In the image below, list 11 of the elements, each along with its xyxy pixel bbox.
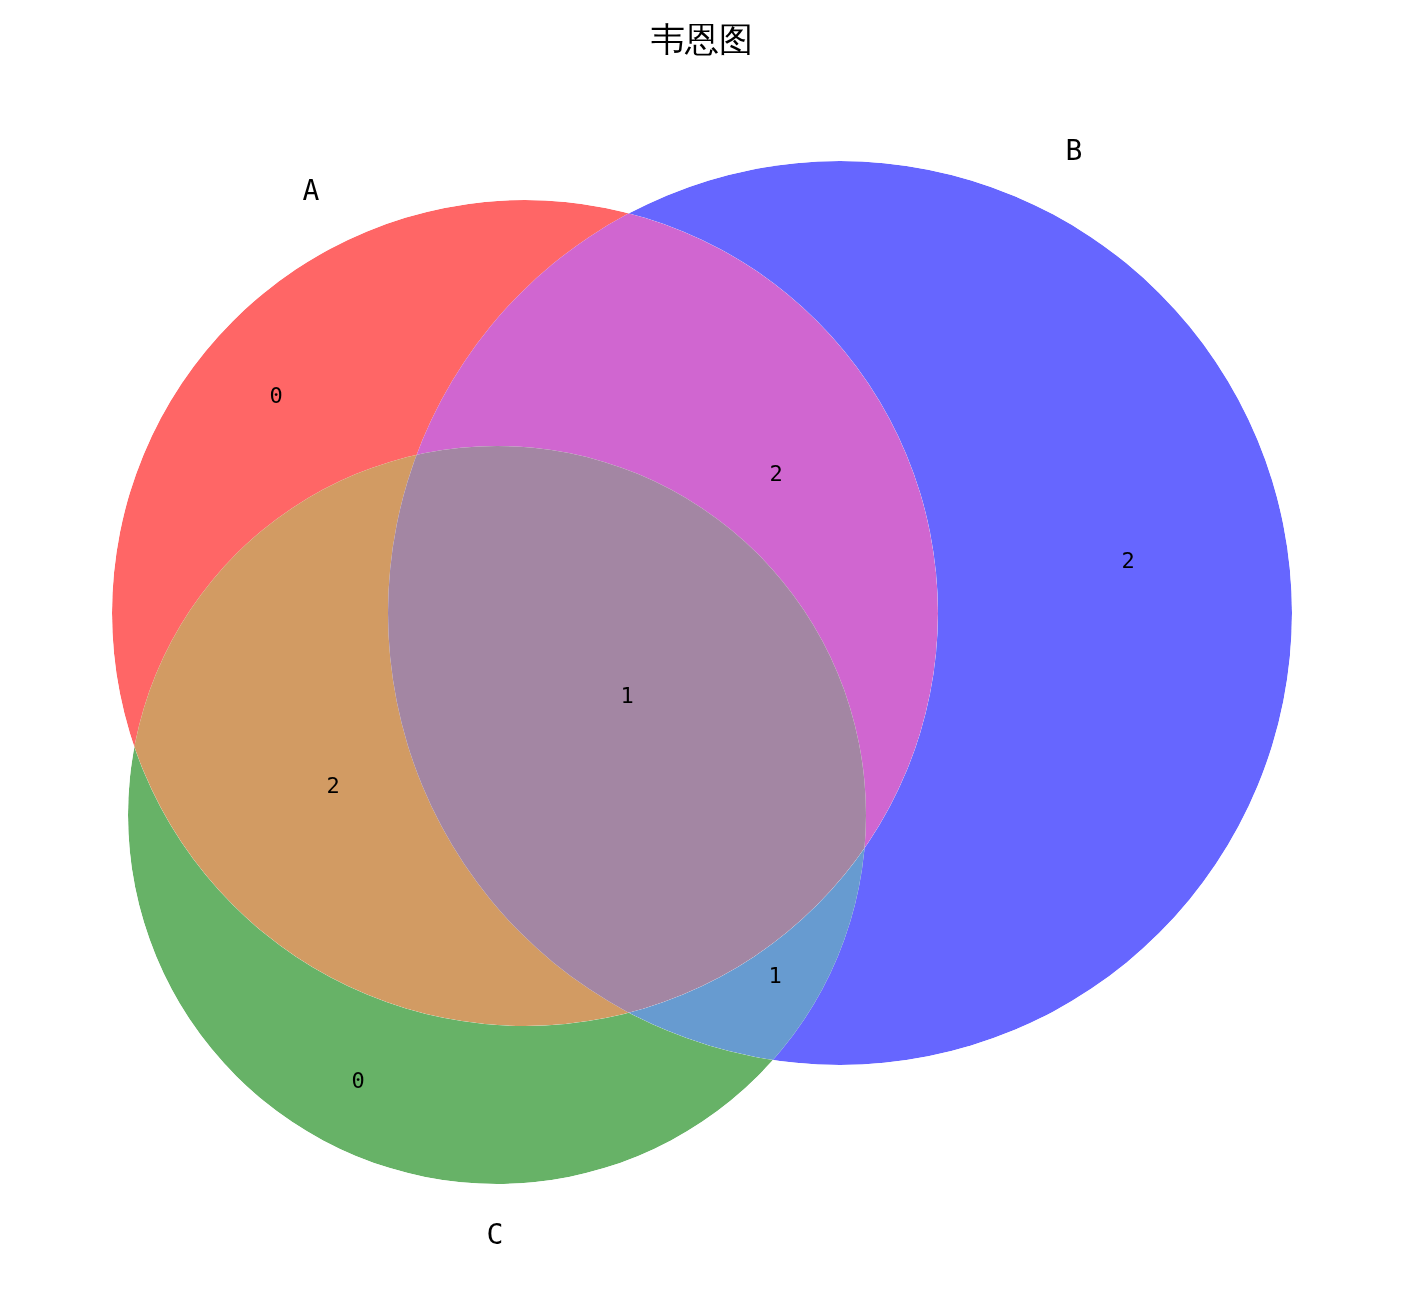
region-count: 2: [769, 460, 783, 486]
set-label: B: [1065, 133, 1083, 167]
region-count: 0: [351, 1067, 365, 1093]
region-count: 0: [269, 382, 283, 408]
region-count: 1: [620, 682, 634, 708]
chart-title: 韦恩图: [651, 18, 753, 61]
region-count: 2: [1121, 547, 1135, 573]
set-label: C: [486, 1217, 504, 1251]
region-count: 1: [768, 962, 782, 988]
set-label: A: [302, 173, 320, 207]
region-count: 2: [326, 772, 340, 798]
